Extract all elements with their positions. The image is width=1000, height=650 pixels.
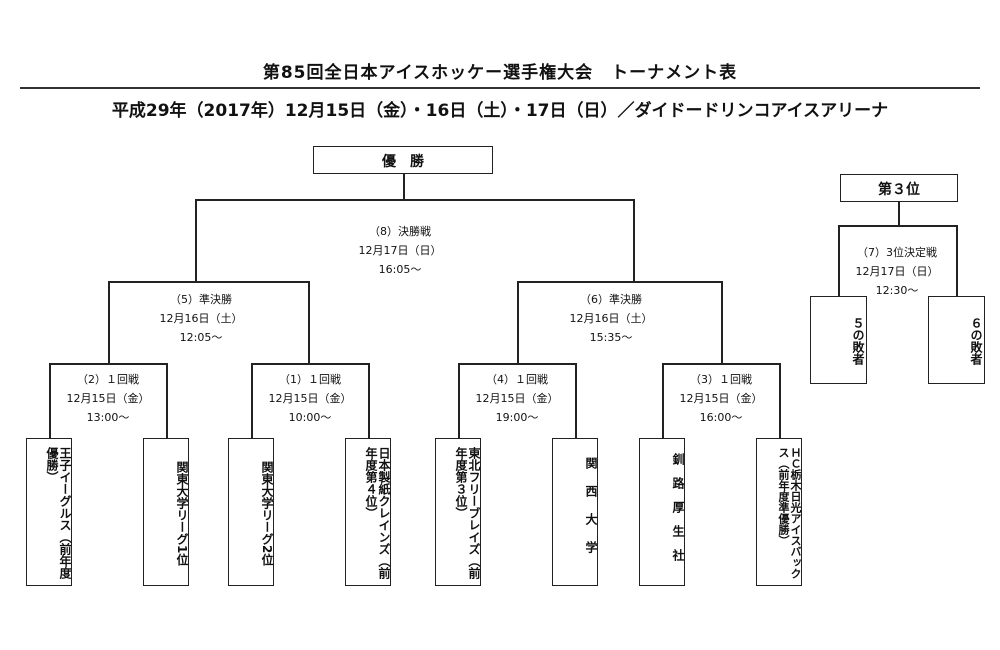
title-divider <box>20 87 980 89</box>
loser-box-semi5: ５の敗者 <box>810 296 867 384</box>
round-semi5-info: （5）準決勝 12月16日（土） 12:05～ <box>126 290 276 347</box>
champion-box: 優 勝 <box>313 146 493 174</box>
round-time: 16:00～ <box>699 411 743 424</box>
team-box-kansai: 関西大学 <box>552 438 598 586</box>
round-date: 12月15日（金） <box>268 392 352 405</box>
round-r1-info: （1）１回戦 12月15日（金） 10:00～ <box>235 370 385 427</box>
round-time: 19:00～ <box>495 411 539 424</box>
round-r3-info: （3）１回戦 12月15日（金） 16:00～ <box>646 370 796 427</box>
round-r2-info: （2）１回戦 12月15日（金） 13:00～ <box>33 370 183 427</box>
third-place-label: 第３位 <box>878 182 920 198</box>
round-date: 12月15日（金） <box>475 392 559 405</box>
round-time: 13:00～ <box>86 411 130 424</box>
loser-box-semi6: ６の敗者 <box>928 296 985 384</box>
team-box-kushiro: 釧路厚生社 <box>639 438 685 586</box>
team-name: 関西大学 <box>584 457 598 569</box>
round-time: 16:05～ <box>378 263 422 276</box>
team-name: 日本製紙クレインズ（前年度第４位） <box>364 447 391 579</box>
page-subtitle: 平成29年（2017年）12月15日（金）・16日（土）・17日（日）／ダイドー… <box>111 101 889 121</box>
loser-label: ６の敗者 <box>969 317 983 365</box>
round-name: （4）１回戦 <box>486 373 548 386</box>
page-title: 第85回全日本アイスホッケー選手権大会 トーナメント表 <box>262 63 738 83</box>
team-box-oji: 王子イーグルス（前年度優勝） <box>26 438 72 586</box>
team-box-nippon-paper: 日本製紙クレインズ（前年度第４位） <box>345 438 391 586</box>
round-name: （1）１回戦 <box>279 373 341 386</box>
round-name: （7）3位決定戦 <box>857 246 937 259</box>
team-name: 釧路厚生社 <box>671 453 685 573</box>
round-third-info: （7）3位決定戦 12月17日（日） 12:30～ <box>822 243 972 300</box>
round-r4-info: （4）１回戦 12月15日（金） 19:00～ <box>442 370 592 427</box>
round-final-info: （8）決勝戦 12月17日（日） 16:05～ <box>325 222 475 279</box>
round-name: （3）１回戦 <box>690 373 752 386</box>
team-box-tochigi: ＨＣ栃木日光アイスバックス（前年度準優勝） <box>756 438 802 586</box>
round-date: 12月17日（日） <box>358 244 442 257</box>
team-name: 東北フリーブレイズ（前年度第３位） <box>454 447 481 579</box>
round-time: 12:05～ <box>179 331 223 344</box>
team-name: 関東大学リーグ2位 <box>260 460 274 566</box>
round-date: 12月16日（土） <box>159 312 243 325</box>
round-name: （2）１回戦 <box>77 373 139 386</box>
round-name: （6）準決勝 <box>580 293 642 306</box>
champion-label: 優 勝 <box>382 154 424 170</box>
round-name: （5）準決勝 <box>170 293 232 306</box>
round-date: 12月17日（日） <box>855 265 939 278</box>
round-semi6-info: （6）準決勝 12月16日（土） 15:35～ <box>536 290 686 347</box>
round-date: 12月15日（金） <box>66 392 150 405</box>
loser-label: ５の敗者 <box>851 317 865 365</box>
round-date: 12月15日（金） <box>679 392 763 405</box>
round-time: 12:30～ <box>875 284 919 297</box>
round-date: 12月16日（土） <box>569 312 653 325</box>
team-box-tohoku: 東北フリーブレイズ（前年度第３位） <box>435 438 481 586</box>
team-name: 関東大学リーグ1位 <box>175 460 189 566</box>
third-place-box: 第３位 <box>840 174 958 202</box>
team-box-kanto-1: 関東大学リーグ1位 <box>143 438 189 586</box>
team-box-kanto-2: 関東大学リーグ2位 <box>228 438 274 586</box>
team-name: 王子イーグルス（前年度優勝） <box>45 447 72 579</box>
round-time: 15:35～ <box>589 331 633 344</box>
round-name: （8）決勝戦 <box>369 225 431 238</box>
round-time: 10:00～ <box>288 411 332 424</box>
team-name: ＨＣ栃木日光アイスバックス（前年度準優勝） <box>777 447 802 579</box>
